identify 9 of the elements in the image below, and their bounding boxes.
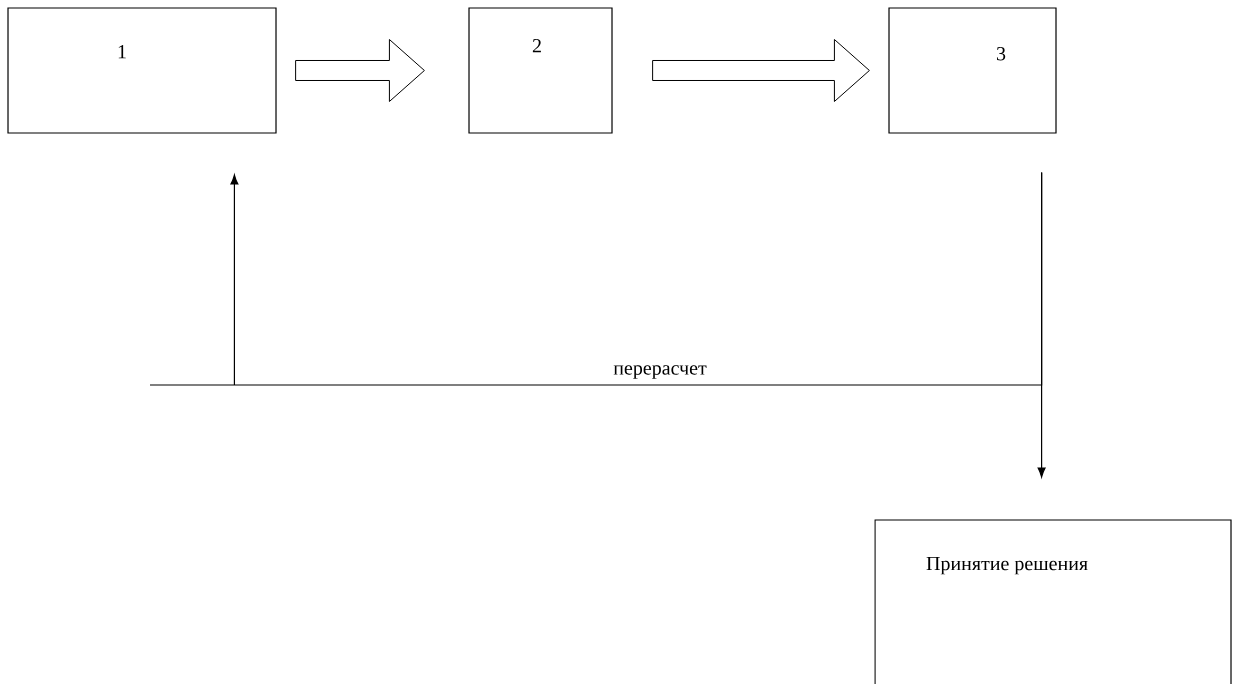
process-box: Принятие решения [874,519,1232,684]
process-box: 1 [7,7,277,134]
arrow [1037,172,1046,478]
arrow [149,172,1043,386]
process-box: 2 [468,7,613,134]
block-arrow [652,39,870,102]
edge-label: перерасчет [613,365,707,379]
block-arrow [295,39,425,102]
process-box: 3 [888,7,1057,134]
